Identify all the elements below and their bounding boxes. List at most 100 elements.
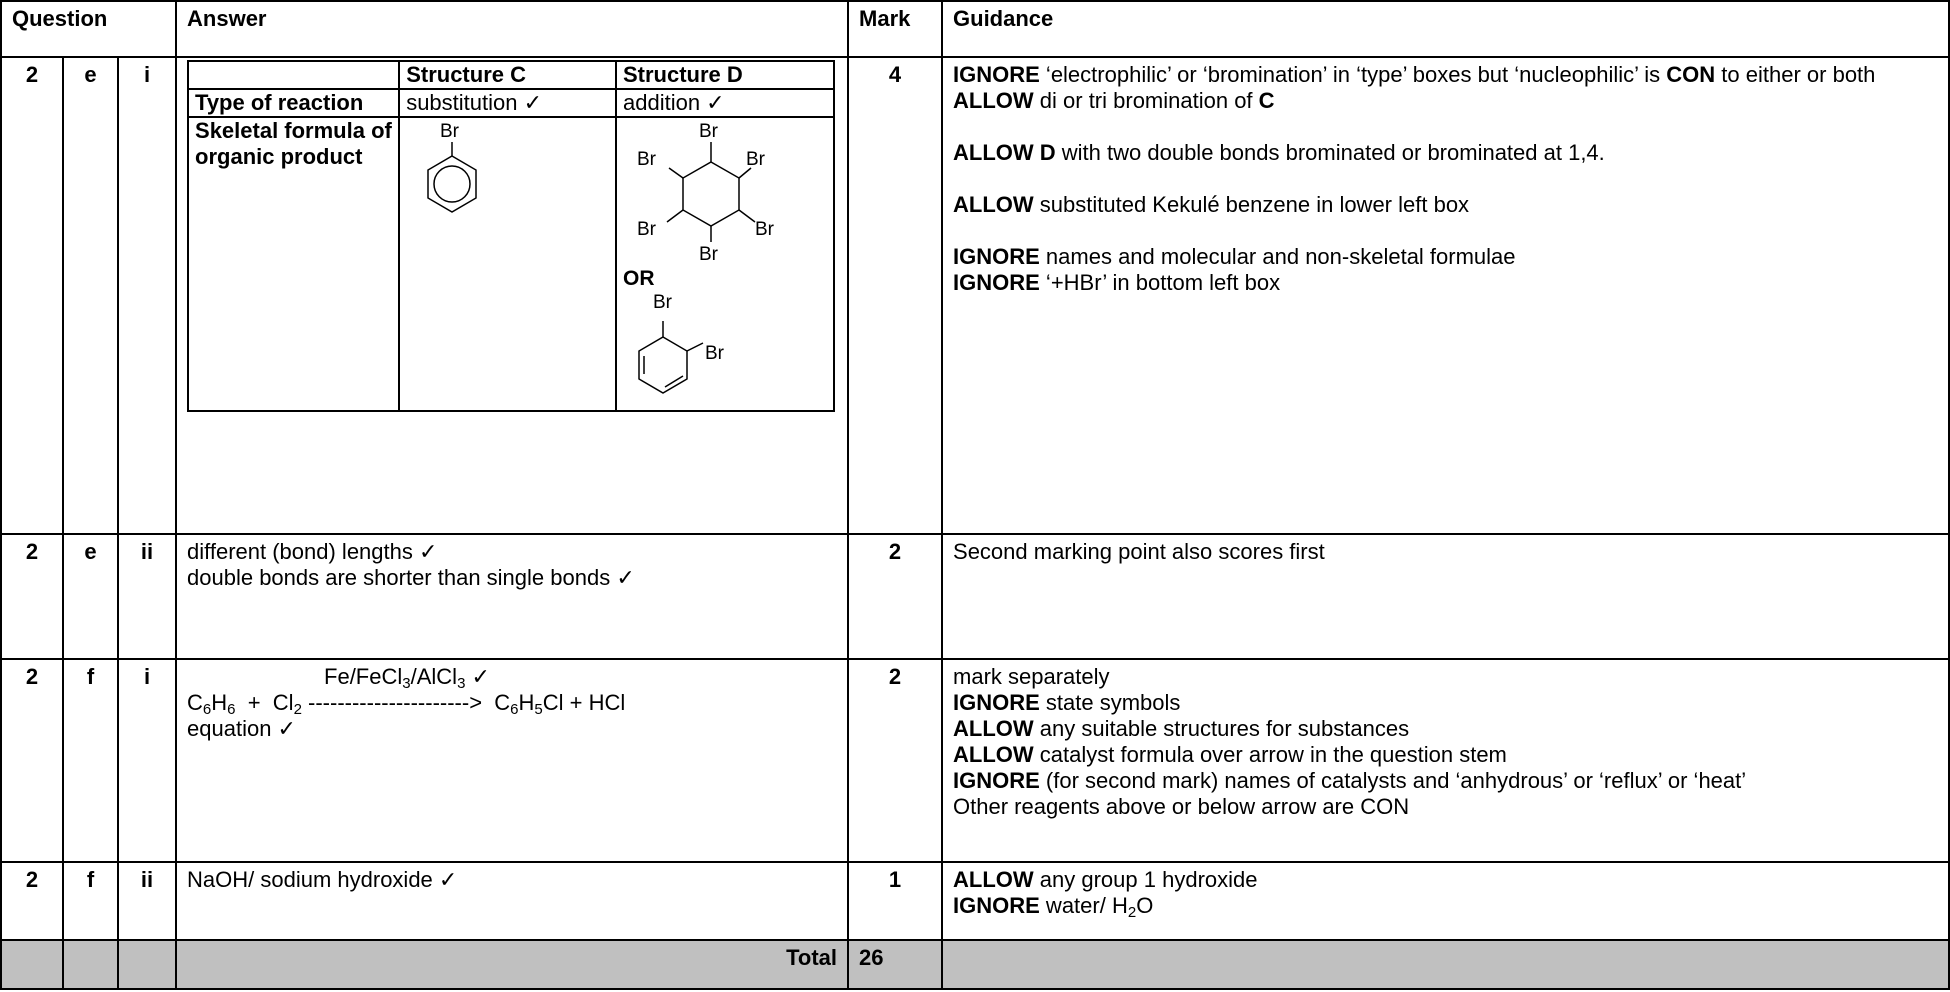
subscript: 3 (402, 674, 411, 692)
answer-cell: Fe/FeCl3/AlCl3 ✓ C6H6 + Cl2 ------------… (175, 657, 850, 863)
question-number: 2 (0, 56, 64, 536)
catalyst-text: /AlCl (410, 663, 458, 689)
br-label: Br (746, 149, 766, 170)
catalyst-text: ✓ (465, 663, 490, 689)
equation-text: ----------------------> C (301, 689, 511, 715)
header-guidance: Guidance (941, 0, 1950, 59)
br-label: Br (755, 219, 775, 240)
guidance-cell: Second marking point also scores first (941, 533, 1950, 660)
guidance-text: di or tri bromination of (1033, 88, 1259, 114)
keyword: ALLOW (953, 866, 1034, 892)
br-label: Br (699, 244, 719, 265)
guidance-cell: ALLOW any group 1 hydroxide IGNORE water… (941, 860, 1950, 942)
keyword: ALLOW (953, 741, 1034, 767)
blank-cell (0, 939, 64, 990)
answer-cell: Structure C Structure D Type of reaction… (175, 56, 850, 536)
question-part: e (62, 533, 119, 660)
guidance-text: O (1136, 892, 1154, 918)
blank-cell (62, 939, 119, 990)
header-question: Question (0, 0, 178, 59)
answer-line: equation ✓ (187, 715, 296, 741)
question-subpart: ii (116, 533, 178, 660)
type-c: substitution ✓ (398, 88, 617, 119)
subscript: 6 (510, 700, 519, 718)
subscript: 6 (202, 700, 212, 718)
equation-line: C6H6 + Cl2 ----------------------> C6H5C… (187, 689, 837, 718)
keyword: IGNORE (953, 892, 1040, 918)
question-part: f (62, 860, 119, 942)
subscript: 5 (534, 700, 543, 718)
catalyst-line: Fe/FeCl3/AlCl3 ✓ (187, 663, 837, 692)
subscript: 2 (293, 700, 302, 718)
blank-cell (116, 939, 178, 990)
br-label: Br (637, 219, 657, 240)
equation-text: + Cl (235, 689, 294, 715)
keyword: IGNORE (953, 62, 1040, 88)
guidance-text: substituted Kekulé benzene in lower left… (1033, 192, 1470, 218)
question-subpart: i (116, 657, 178, 863)
skeletal-formula-label: Skeletal formula of organic product (187, 116, 401, 413)
structures-table: Structure C Structure D Type of reaction… (187, 60, 836, 413)
or-label: OR (623, 267, 655, 290)
guidance-cell: IGNORE ‘electrophilic’ or ‘bromination’ … (941, 56, 1950, 536)
guidance-text: Other reagents above or below arrow are … (953, 793, 1410, 819)
subscript: 6 (227, 700, 236, 718)
table-row: 2 f ii NaOH/ sodium hydroxide ✓ 1 ALLOW … (0, 860, 1950, 942)
keyword: IGNORE (953, 689, 1040, 715)
keyword: ALLOW (953, 88, 1034, 114)
br-label: Br (653, 292, 673, 313)
question-subpart: ii (116, 860, 178, 942)
equation-text: Cl + HCl (542, 689, 626, 715)
guidance-text: to either or both (1715, 62, 1876, 88)
mark-value: 4 (847, 56, 944, 536)
question-number: 2 (0, 860, 64, 942)
keyword: C (1258, 88, 1275, 114)
subscript: 3 (457, 674, 466, 692)
equation-text: H (211, 689, 228, 715)
guidance-text: ‘+HBr’ in bottom left box (1039, 270, 1281, 296)
guidance-text: water/ H (1039, 892, 1128, 918)
question-number: 2 (0, 533, 64, 660)
mark-value: 2 (847, 533, 944, 660)
question-number: 2 (0, 657, 64, 863)
question-part: e (62, 56, 119, 536)
keyword: CON (1666, 62, 1716, 88)
answer-cell: NaOH/ sodium hydroxide ✓ (175, 860, 850, 942)
total-value: 26 (847, 939, 944, 990)
answer-cell: different (bond) lengths ✓ double bonds … (175, 533, 850, 660)
guidance-text: with two double bonds brominated or brom… (1055, 140, 1605, 166)
keyword: ALLOW D (953, 140, 1056, 166)
hexabromocyclohexane-structure: Br Br Br Br Br Br OR (623, 121, 775, 395)
table-row: 2 f i Fe/FeCl3/AlCl3 ✓ C6H6 + Cl2 ------… (0, 657, 1950, 863)
col-structure-d: Structure D (614, 60, 836, 91)
answer-line: different (bond) lengths ✓ (187, 539, 438, 565)
keyword: IGNORE (953, 270, 1040, 296)
br-label: Br (699, 121, 719, 142)
br-label: Br (705, 343, 725, 364)
equation-text: C (187, 689, 203, 715)
guidance-text: state symbols (1039, 689, 1181, 715)
total-label: Total (175, 939, 850, 990)
bromobenzene-structure: Br (427, 121, 477, 214)
guidance-cell: mark separately IGNORE state symbols ALL… (941, 657, 1950, 863)
total-row: Total 26 (0, 939, 1950, 990)
mark-value: 1 (847, 860, 944, 942)
br-label: Br (440, 121, 460, 142)
guidance-text: mark separately (953, 663, 1110, 689)
guidance-text: (for second mark) names of catalysts and… (1039, 767, 1747, 793)
keyword: IGNORE (953, 767, 1040, 793)
header-mark: Mark (847, 0, 944, 59)
structure-d-cell: Br Br Br Br Br Br OR (614, 116, 836, 413)
col-structure-c: Structure C (398, 60, 617, 91)
question-part: f (62, 657, 119, 863)
guidance-text: any group 1 hydroxide (1033, 866, 1258, 892)
type-of-reaction-label: Type of reaction (187, 88, 401, 119)
table-row: 2 e i Structure C Structure D Type of re… (0, 56, 1950, 536)
blank-cell (941, 939, 1950, 990)
guidance-text: any suitable structures for substances (1033, 715, 1410, 741)
structure-c-cell: Br (398, 116, 617, 413)
guidance-text: names and molecular and non-skeletal for… (1039, 244, 1516, 270)
question-subpart: i (116, 56, 178, 536)
guidance-text: ‘electrophilic’ or ‘bromination’ in ‘typ… (1039, 62, 1667, 88)
